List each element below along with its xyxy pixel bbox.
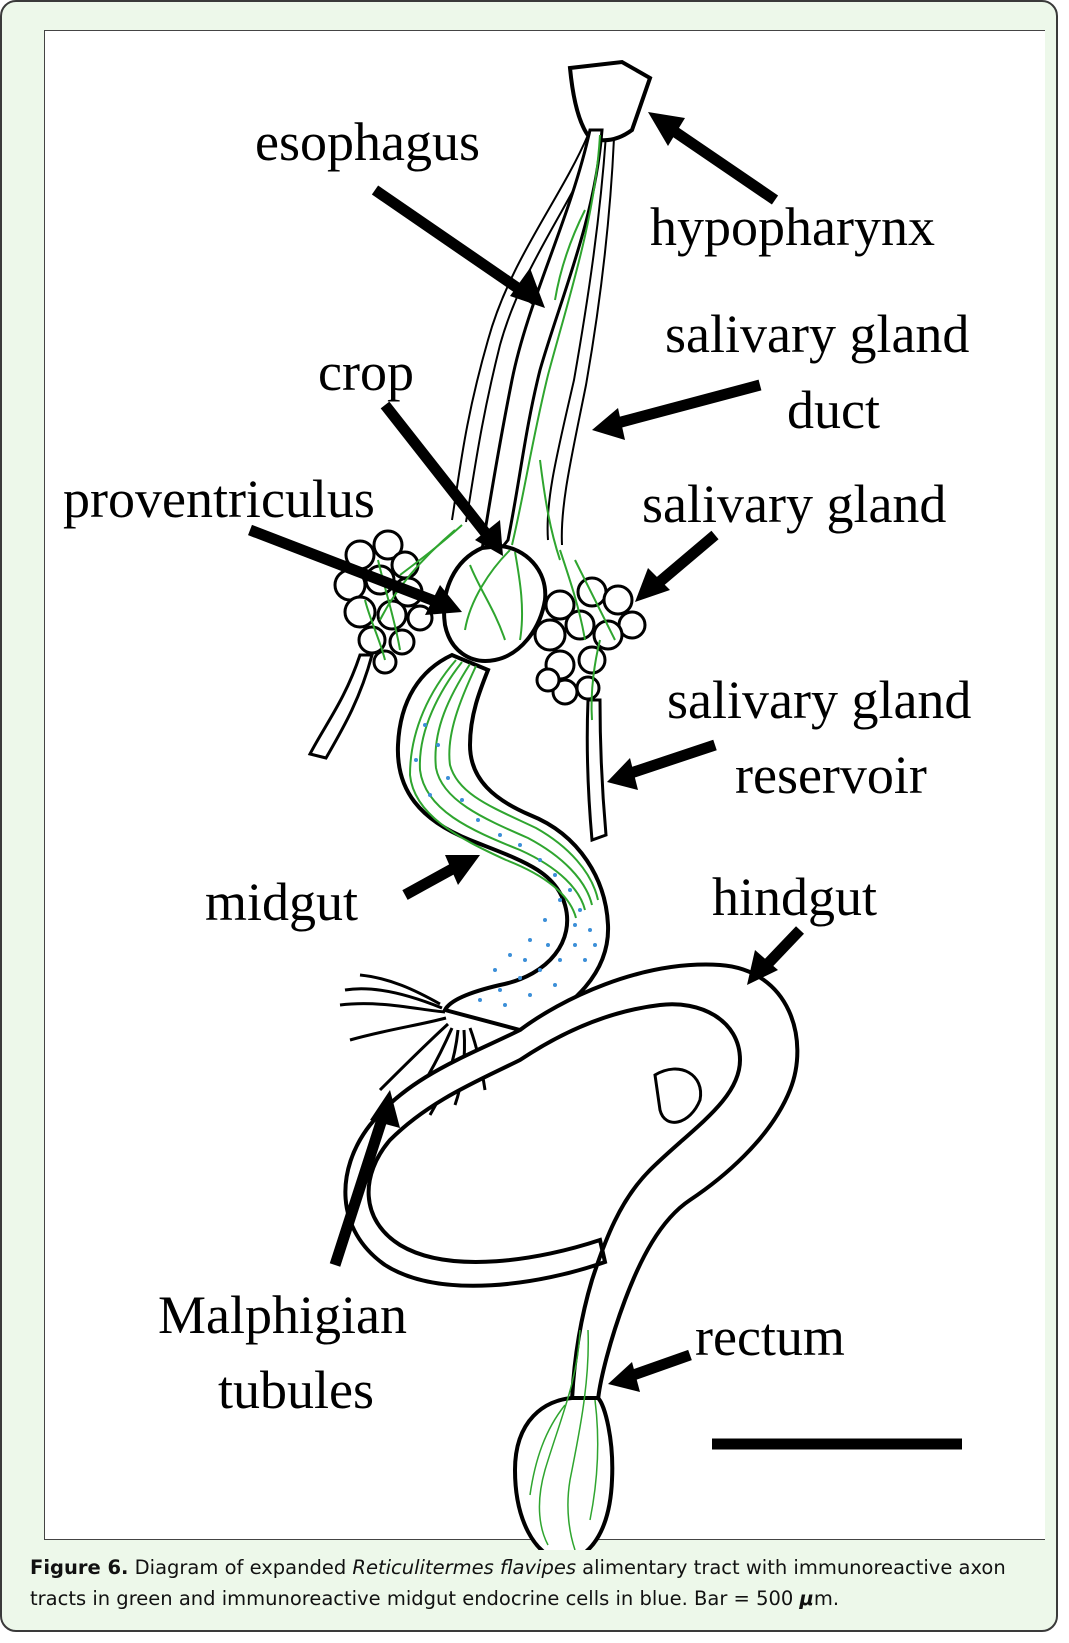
label-salivary-gland-duct-line1: salivary gland [665, 304, 969, 364]
caption-unit: m. [814, 1587, 839, 1610]
label-salivary-gland-duct-line2: duct [787, 380, 880, 440]
figure-caption: Figure 6. Diagram of expanded Reticulite… [30, 1552, 1030, 1614]
label-crop: crop [318, 342, 414, 402]
label-salivary-gland-reservoir-line2: reservoir [735, 745, 927, 805]
reservoir-left [310, 655, 372, 758]
label-hypopharynx: hypopharynx [650, 197, 935, 257]
label-malphigian-line1: Malphigian [158, 1285, 407, 1345]
label-hindgut: hindgut [712, 867, 877, 927]
label-midgut: midgut [205, 872, 358, 932]
reservoir-right [587, 700, 606, 840]
esophagus-shape [482, 130, 602, 550]
salivary-gland-right [535, 578, 645, 704]
label-rectum: rectum [695, 1307, 845, 1367]
label-esophagus: esophagus [255, 112, 480, 172]
caption-text-before: Diagram of expanded [128, 1556, 352, 1579]
label-salivary-gland: salivary gland [642, 474, 946, 534]
hypopharynx-shape [570, 62, 650, 140]
hindgut-fold [655, 1069, 701, 1122]
label-proventriculus: proventriculus [63, 469, 375, 529]
alimentary-tract-diagram: esophagus hypopharynx salivary gland duc… [0, 0, 1069, 1550]
caption-species: Reticulitermes flavipes [352, 1556, 576, 1579]
label-salivary-gland-reservoir-line1: salivary gland [667, 670, 971, 730]
caption-figure-label: Figure 6. [30, 1556, 128, 1579]
crop-shape [444, 546, 545, 661]
caption-mu: μ [800, 1587, 814, 1610]
label-malphigian-line2: tubules [218, 1360, 374, 1420]
